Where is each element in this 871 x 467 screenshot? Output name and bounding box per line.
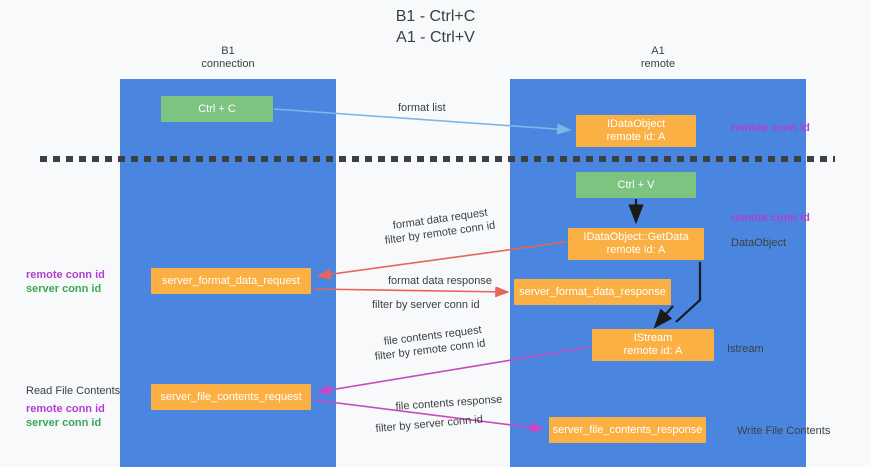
- label-write-file-contents: Write File Contents: [737, 425, 831, 437]
- label-istream: Istream: [727, 343, 764, 355]
- label-left-remote-conn-id-2: remote conn id: [26, 403, 105, 415]
- node-istream-sub: remote id: A: [623, 345, 683, 357]
- swimlane-header-b1: B1 connection: [120, 45, 336, 71]
- node-getdata-sub: remote id: A: [606, 244, 666, 256]
- node-idataobject-sub: remote id: A: [606, 131, 666, 143]
- swimlane-b1-sub: connection: [201, 58, 255, 70]
- swimlane-header-a1: A1 remote: [510, 45, 806, 71]
- swimlane-a1-sub: remote: [640, 58, 676, 70]
- node-server-file-contents-response[interactable]: server_file_contents_response: [549, 417, 706, 443]
- node-idataobject[interactable]: IDataObject remote id: A: [576, 115, 696, 147]
- node-istream[interactable]: IStream remote id: A: [592, 329, 714, 361]
- node-server-file-contents-request[interactable]: server_file_contents_request: [151, 384, 311, 410]
- node-sfd-request-label: server_format_data_request: [161, 274, 301, 287]
- filter-key-server-conn-id: server conn id: [410, 299, 480, 311]
- filter-key-server-conn-id: server conn id: [413, 413, 484, 432]
- label-dataobject: DataObject: [731, 237, 787, 249]
- node-getdata-label: IDataObject::GetData: [583, 231, 689, 243]
- label-left-server-conn-id-2: server conn id: [26, 417, 102, 429]
- label-remote-conn-id-top: remote conn id: [731, 122, 810, 134]
- arrow-format-data-response: [313, 286, 510, 298]
- node-ctrl-c[interactable]: Ctrl + C: [161, 96, 273, 122]
- filter-prefix: filter by: [375, 419, 415, 435]
- page-title-line1: B1 - Ctrl+C: [395, 8, 476, 25]
- label-left-server-conn-id-1: server conn id: [26, 283, 102, 295]
- node-ctrl-v[interactable]: Ctrl + V: [576, 172, 696, 198]
- label-format-list: format list: [398, 102, 446, 114]
- swimlane-a1-name: A1: [651, 45, 665, 57]
- node-sfc-request-label: server_file_contents_request: [160, 390, 302, 403]
- node-ctrl-v-label: Ctrl + V: [617, 178, 655, 191]
- page-title-line2: A1 - Ctrl+V: [396, 29, 475, 46]
- label-file-contents-response: file contents response: [395, 393, 503, 413]
- filter-prefix: filter by: [374, 346, 414, 363]
- phase-divider: [40, 156, 835, 162]
- label-format-data-response-filter: filter by server conn id: [372, 298, 480, 312]
- swimlane-b1-name: B1: [221, 45, 235, 57]
- label-format-data-response: format data response: [388, 275, 492, 287]
- node-idataobject-label: IDataObject: [606, 118, 666, 130]
- node-ctrl-c-label: Ctrl + C: [198, 102, 236, 115]
- page-title: B1 - Ctrl+C A1 - Ctrl+V: [0, 6, 871, 48]
- label-file-contents-response-filter: filter by server conn id: [375, 413, 483, 436]
- label-read-file-contents: Read File Contents: [26, 385, 121, 397]
- node-istream-label: IStream: [633, 332, 673, 344]
- label-remote-conn-id-mid: remote conn id: [731, 212, 810, 224]
- node-idataobject-getdata[interactable]: IDataObject::GetData remote id: A: [568, 228, 704, 260]
- filter-prefix: filter by: [384, 229, 424, 247]
- label-left-remote-conn-id-1: remote conn id: [26, 269, 105, 281]
- filter-prefix: filter by: [372, 299, 411, 311]
- node-server-format-data-response[interactable]: server_format_data_response: [514, 279, 671, 305]
- node-sfd-response-label: server_format_data_response: [519, 285, 666, 298]
- node-sfc-response-label: server_file_contents_response: [552, 423, 703, 436]
- node-server-format-data-request[interactable]: server_format_data_request: [151, 268, 311, 294]
